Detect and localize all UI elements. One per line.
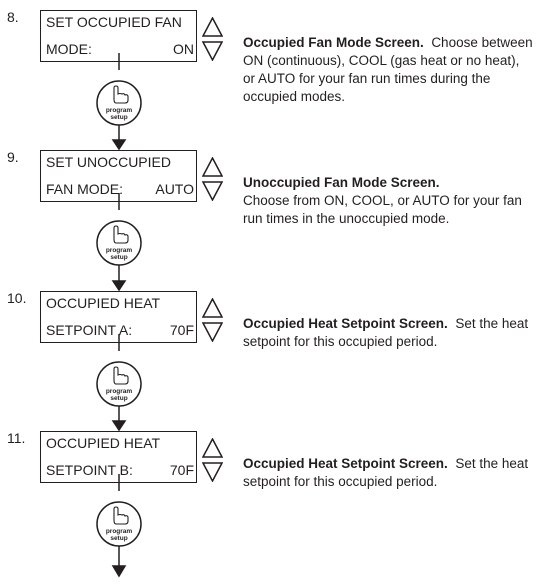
lcd-display: SET UNOCCUPIED FAN MODE: AUTO: [40, 150, 197, 202]
step-description: Occupied Heat Setpoint Screen. Set the h…: [243, 455, 533, 491]
lcd-value: ON: [173, 41, 194, 57]
step-number: 9.: [7, 149, 19, 165]
step-description: Occupied Heat Setpoint Screen. Set the h…: [243, 315, 533, 351]
pointing-hand-icon: [113, 225, 129, 244]
lcd-display: OCCUPIED HEAT SETPOINT A: 70F: [40, 291, 197, 343]
description-body: Choose from ON, COOL, or AUTO for your f…: [243, 193, 522, 226]
lcd-value: AUTO: [155, 181, 194, 197]
button-label-setup: setup: [110, 395, 128, 402]
lcd-line-1: OCCUPIED HEAT: [46, 295, 161, 311]
lcd-line-2: SETPOINT A:: [46, 322, 133, 338]
lcd-line-1: SET UNOCCUPIED: [46, 154, 171, 170]
lcd-line-1: OCCUPIED HEAT: [46, 435, 161, 451]
lcd-value: 70F: [169, 462, 194, 478]
step-number: 8.: [7, 9, 19, 25]
step-9: 9. SET UNOCCUPIED FAN MODE: AUTO program…: [0, 149, 546, 290]
lcd-display: OCCUPIED HEAT SETPOINT B: 70F: [40, 431, 197, 483]
lcd-line-2: MODE:: [46, 41, 92, 57]
description-body: Set the heat setpoint for this occupied …: [243, 316, 529, 349]
button-label-program: program: [105, 107, 133, 114]
program-setup-button[interactable]: [96, 220, 142, 266]
button-label-setup: setup: [110, 535, 128, 542]
step-number: 11.: [7, 430, 26, 446]
button-label-program: program: [105, 528, 133, 535]
step-11: 11. OCCUPIED HEAT SETPOINT B: 70F progra…: [0, 430, 546, 571]
button-label-setup: setup: [110, 114, 128, 121]
lcd-line-2: FAN MODE:: [46, 181, 124, 197]
step-description: Occupied Fan Mode Screen. Choose between…: [243, 34, 533, 106]
lcd-display: SET OCCUPIED FAN MODE: ON: [40, 10, 197, 62]
program-setup-button[interactable]: [96, 361, 142, 407]
up-down-arrow-icon[interactable]: [202, 157, 223, 201]
description-title: Unoccupied Fan Mode Screen.: [243, 175, 440, 190]
description-title: Occupied Fan Mode Screen.: [243, 35, 424, 50]
up-down-arrow-icon[interactable]: [202, 298, 223, 342]
description-body: Set the heat setpoint for this occupied …: [243, 456, 529, 489]
button-label-program: program: [105, 247, 133, 254]
up-down-arrow-icon[interactable]: [202, 17, 223, 61]
step-8: 8. SET OCCUPIED FAN MODE: ON program set…: [0, 9, 546, 150]
description-title: Occupied Heat Setpoint Screen.: [243, 316, 448, 331]
lcd-line-1: SET OCCUPIED FAN: [46, 14, 182, 30]
pointing-hand-icon: [113, 366, 129, 385]
lcd-value: 70F: [169, 322, 194, 338]
up-down-arrow-icon[interactable]: [202, 438, 223, 482]
pointing-hand-icon: [113, 506, 129, 525]
step-10: 10. OCCUPIED HEAT SETPOINT A: 70F progra…: [0, 290, 546, 431]
pointing-hand-icon: [113, 85, 129, 104]
step-description: Unoccupied Fan Mode Screen. Choose from …: [243, 174, 533, 228]
step-number: 10.: [7, 290, 27, 306]
program-setup-button[interactable]: [96, 501, 142, 547]
description-body: Choose between ON (continuous), COOL (ga…: [243, 35, 533, 104]
down-arrow-icon: [111, 565, 127, 578]
program-setup-button[interactable]: [96, 80, 142, 126]
description-title: Occupied Heat Setpoint Screen.: [243, 456, 448, 471]
button-label-setup: setup: [110, 254, 128, 261]
button-label-program: program: [105, 388, 133, 395]
lcd-line-2: SETPOINT B:: [46, 462, 133, 478]
